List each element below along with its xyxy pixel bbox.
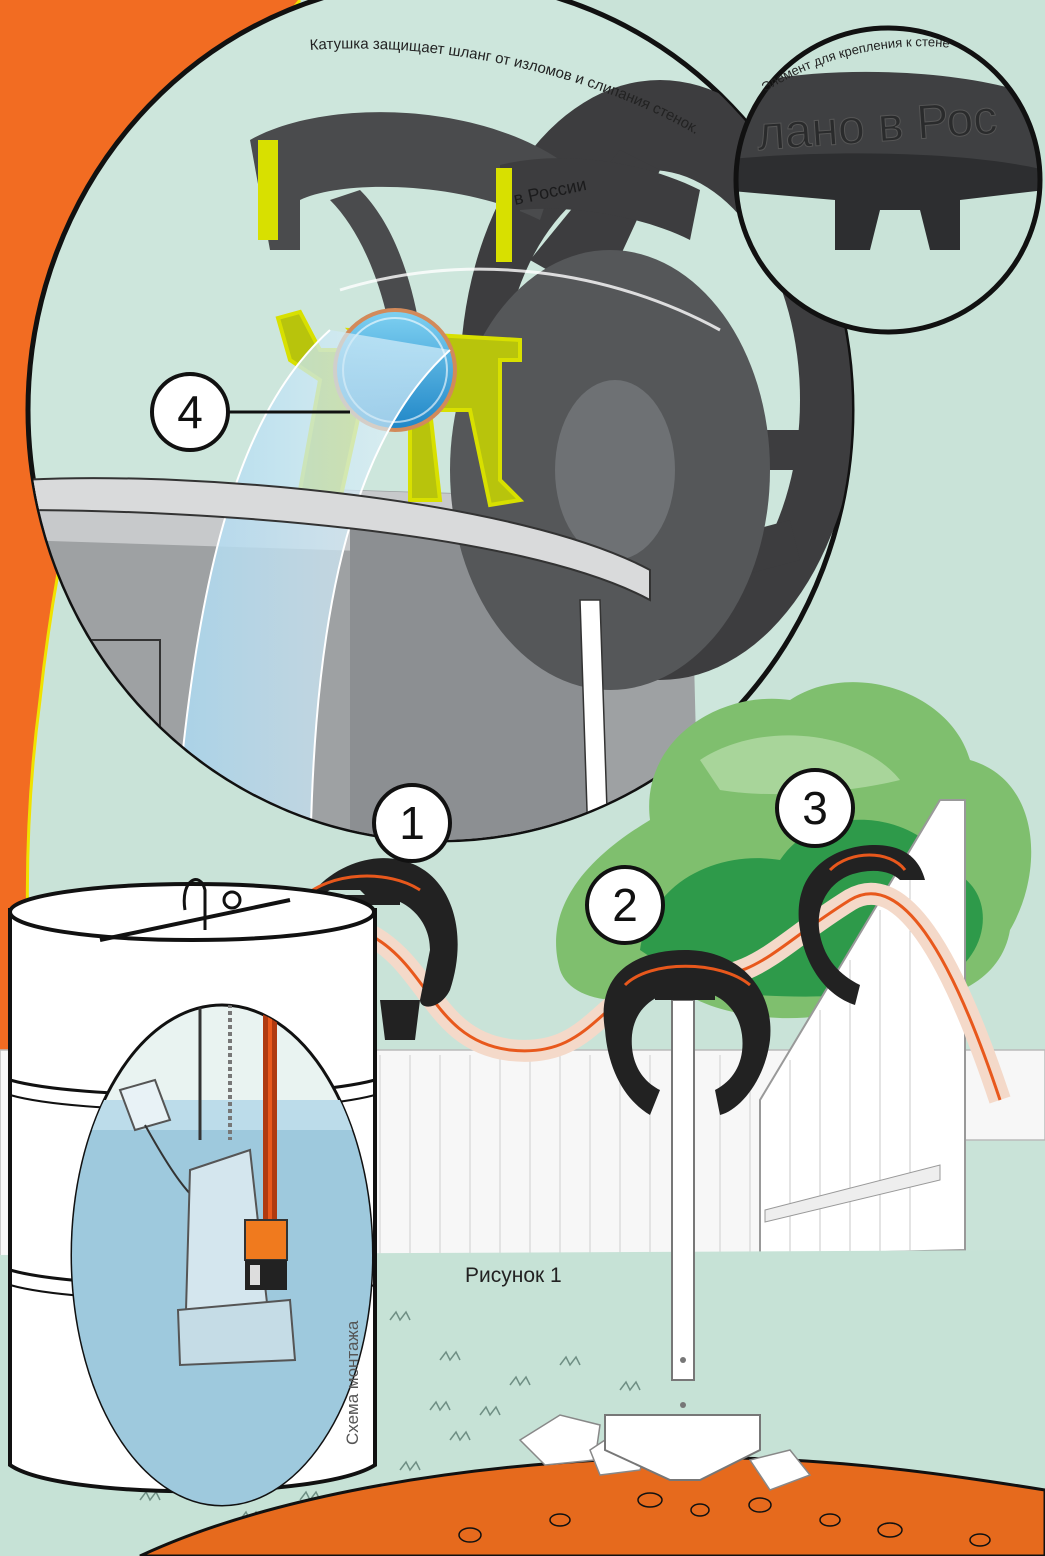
reel-3 bbox=[798, 845, 925, 1005]
marker-1: 1 bbox=[372, 783, 452, 863]
back-fence-slats bbox=[379, 1055, 751, 1255]
water-barrel: Схема монтажа bbox=[8, 878, 377, 1507]
side-fence-rail bbox=[764, 1164, 941, 1223]
figure-caption: Рисунок 1 bbox=[465, 1264, 562, 1287]
marker-1-label: 1 bbox=[399, 797, 425, 849]
marker-4: 4 bbox=[150, 372, 350, 452]
marker-3: 3 bbox=[775, 768, 855, 848]
stake bbox=[604, 999, 761, 1481]
reel-detail-circle: в России Катушка защищает шланг от излом… bbox=[25, 0, 855, 843]
marker-2-label: 2 bbox=[612, 879, 638, 931]
marker-3-label: 3 bbox=[802, 782, 828, 834]
marker-4-label: 4 bbox=[177, 386, 203, 438]
wall-mount-detail-circle: лано в Рос Элемент для крепления к стене bbox=[733, 25, 1043, 335]
reel-2 bbox=[603, 950, 771, 1115]
installation-caption: Схема монтажа bbox=[343, 1320, 362, 1445]
marker-2: 2 bbox=[585, 865, 665, 945]
soil-pebbles bbox=[458, 1492, 991, 1547]
grass-tufts bbox=[139, 1310, 641, 1522]
